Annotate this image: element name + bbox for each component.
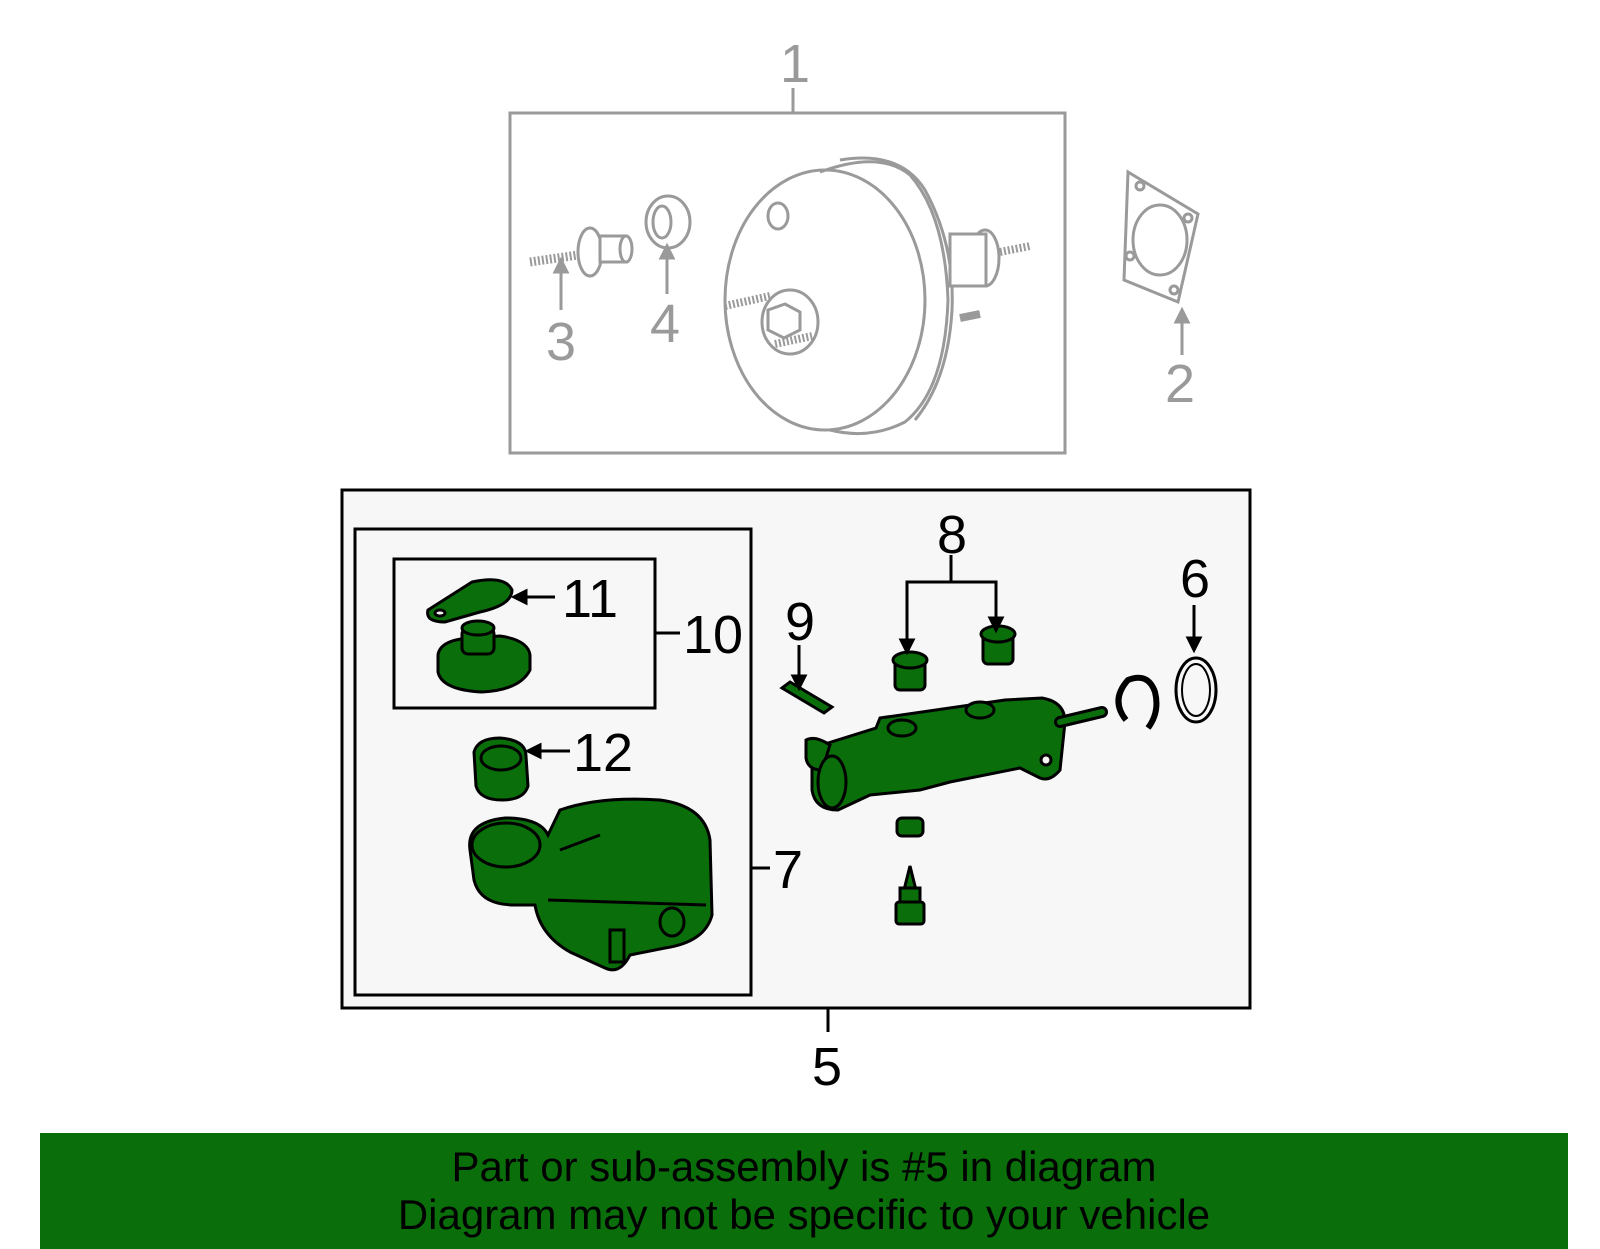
arrowhead-3 bbox=[552, 256, 570, 274]
part-8-grommet-right bbox=[979, 624, 1017, 666]
banner-line-2: Diagram may not be specific to your vehi… bbox=[397, 1191, 1211, 1238]
part-6-o-ring-inner bbox=[1181, 663, 1211, 717]
callout-8: 8 bbox=[937, 505, 967, 565]
cylinder-seal bbox=[895, 816, 925, 838]
booster-group bbox=[508, 88, 1200, 455]
callout-9: 9 bbox=[785, 592, 815, 652]
callout-3: 3 bbox=[546, 312, 576, 372]
part-2-gasket bbox=[1122, 169, 1200, 305]
reservoir-cap bbox=[436, 619, 532, 694]
info-banner: Part or sub-assembly is #5 in diagram Di… bbox=[40, 1133, 1568, 1249]
part-11-cap-plate bbox=[426, 578, 514, 624]
callout-10: 10 bbox=[683, 605, 743, 665]
snap-ring bbox=[1115, 674, 1160, 730]
part-6-o-ring bbox=[1174, 656, 1218, 724]
callout-4: 4 bbox=[650, 294, 680, 354]
arrowhead-11 bbox=[510, 588, 528, 606]
callout-1: 1 bbox=[780, 34, 810, 94]
subassembly-10-frame bbox=[392, 557, 657, 710]
arrowhead-8-left bbox=[898, 638, 916, 656]
part-8-grommet-left bbox=[891, 650, 929, 692]
arrowhead-8-right bbox=[987, 616, 1005, 634]
mounting-bolt bbox=[894, 865, 926, 926]
banner-line-1: Part or sub-assembly is #5 in diagram bbox=[451, 1143, 1157, 1190]
part-9-pin bbox=[779, 680, 835, 715]
arrowhead-12 bbox=[524, 742, 542, 760]
callout-5: 5 bbox=[812, 1037, 842, 1097]
callout-7: 7 bbox=[773, 840, 803, 900]
brake-booster bbox=[723, 156, 1031, 436]
master-cylinder-group bbox=[340, 488, 1252, 1032]
master-cylinder-body bbox=[804, 696, 1108, 812]
callout-12: 12 bbox=[573, 723, 633, 783]
callout-11: 11 bbox=[562, 569, 618, 629]
arrowhead-6 bbox=[1185, 636, 1203, 654]
arrowhead-4 bbox=[658, 242, 676, 260]
callout-2: 2 bbox=[1165, 354, 1195, 414]
part-3-stud bbox=[529, 226, 634, 278]
reservoir-tank bbox=[468, 797, 714, 972]
part-4-grommet bbox=[644, 194, 692, 250]
arrowhead-9 bbox=[790, 674, 808, 692]
callout-6: 6 bbox=[1180, 549, 1210, 609]
arrowhead-2 bbox=[1173, 306, 1191, 324]
part-12-strainer bbox=[472, 736, 530, 802]
